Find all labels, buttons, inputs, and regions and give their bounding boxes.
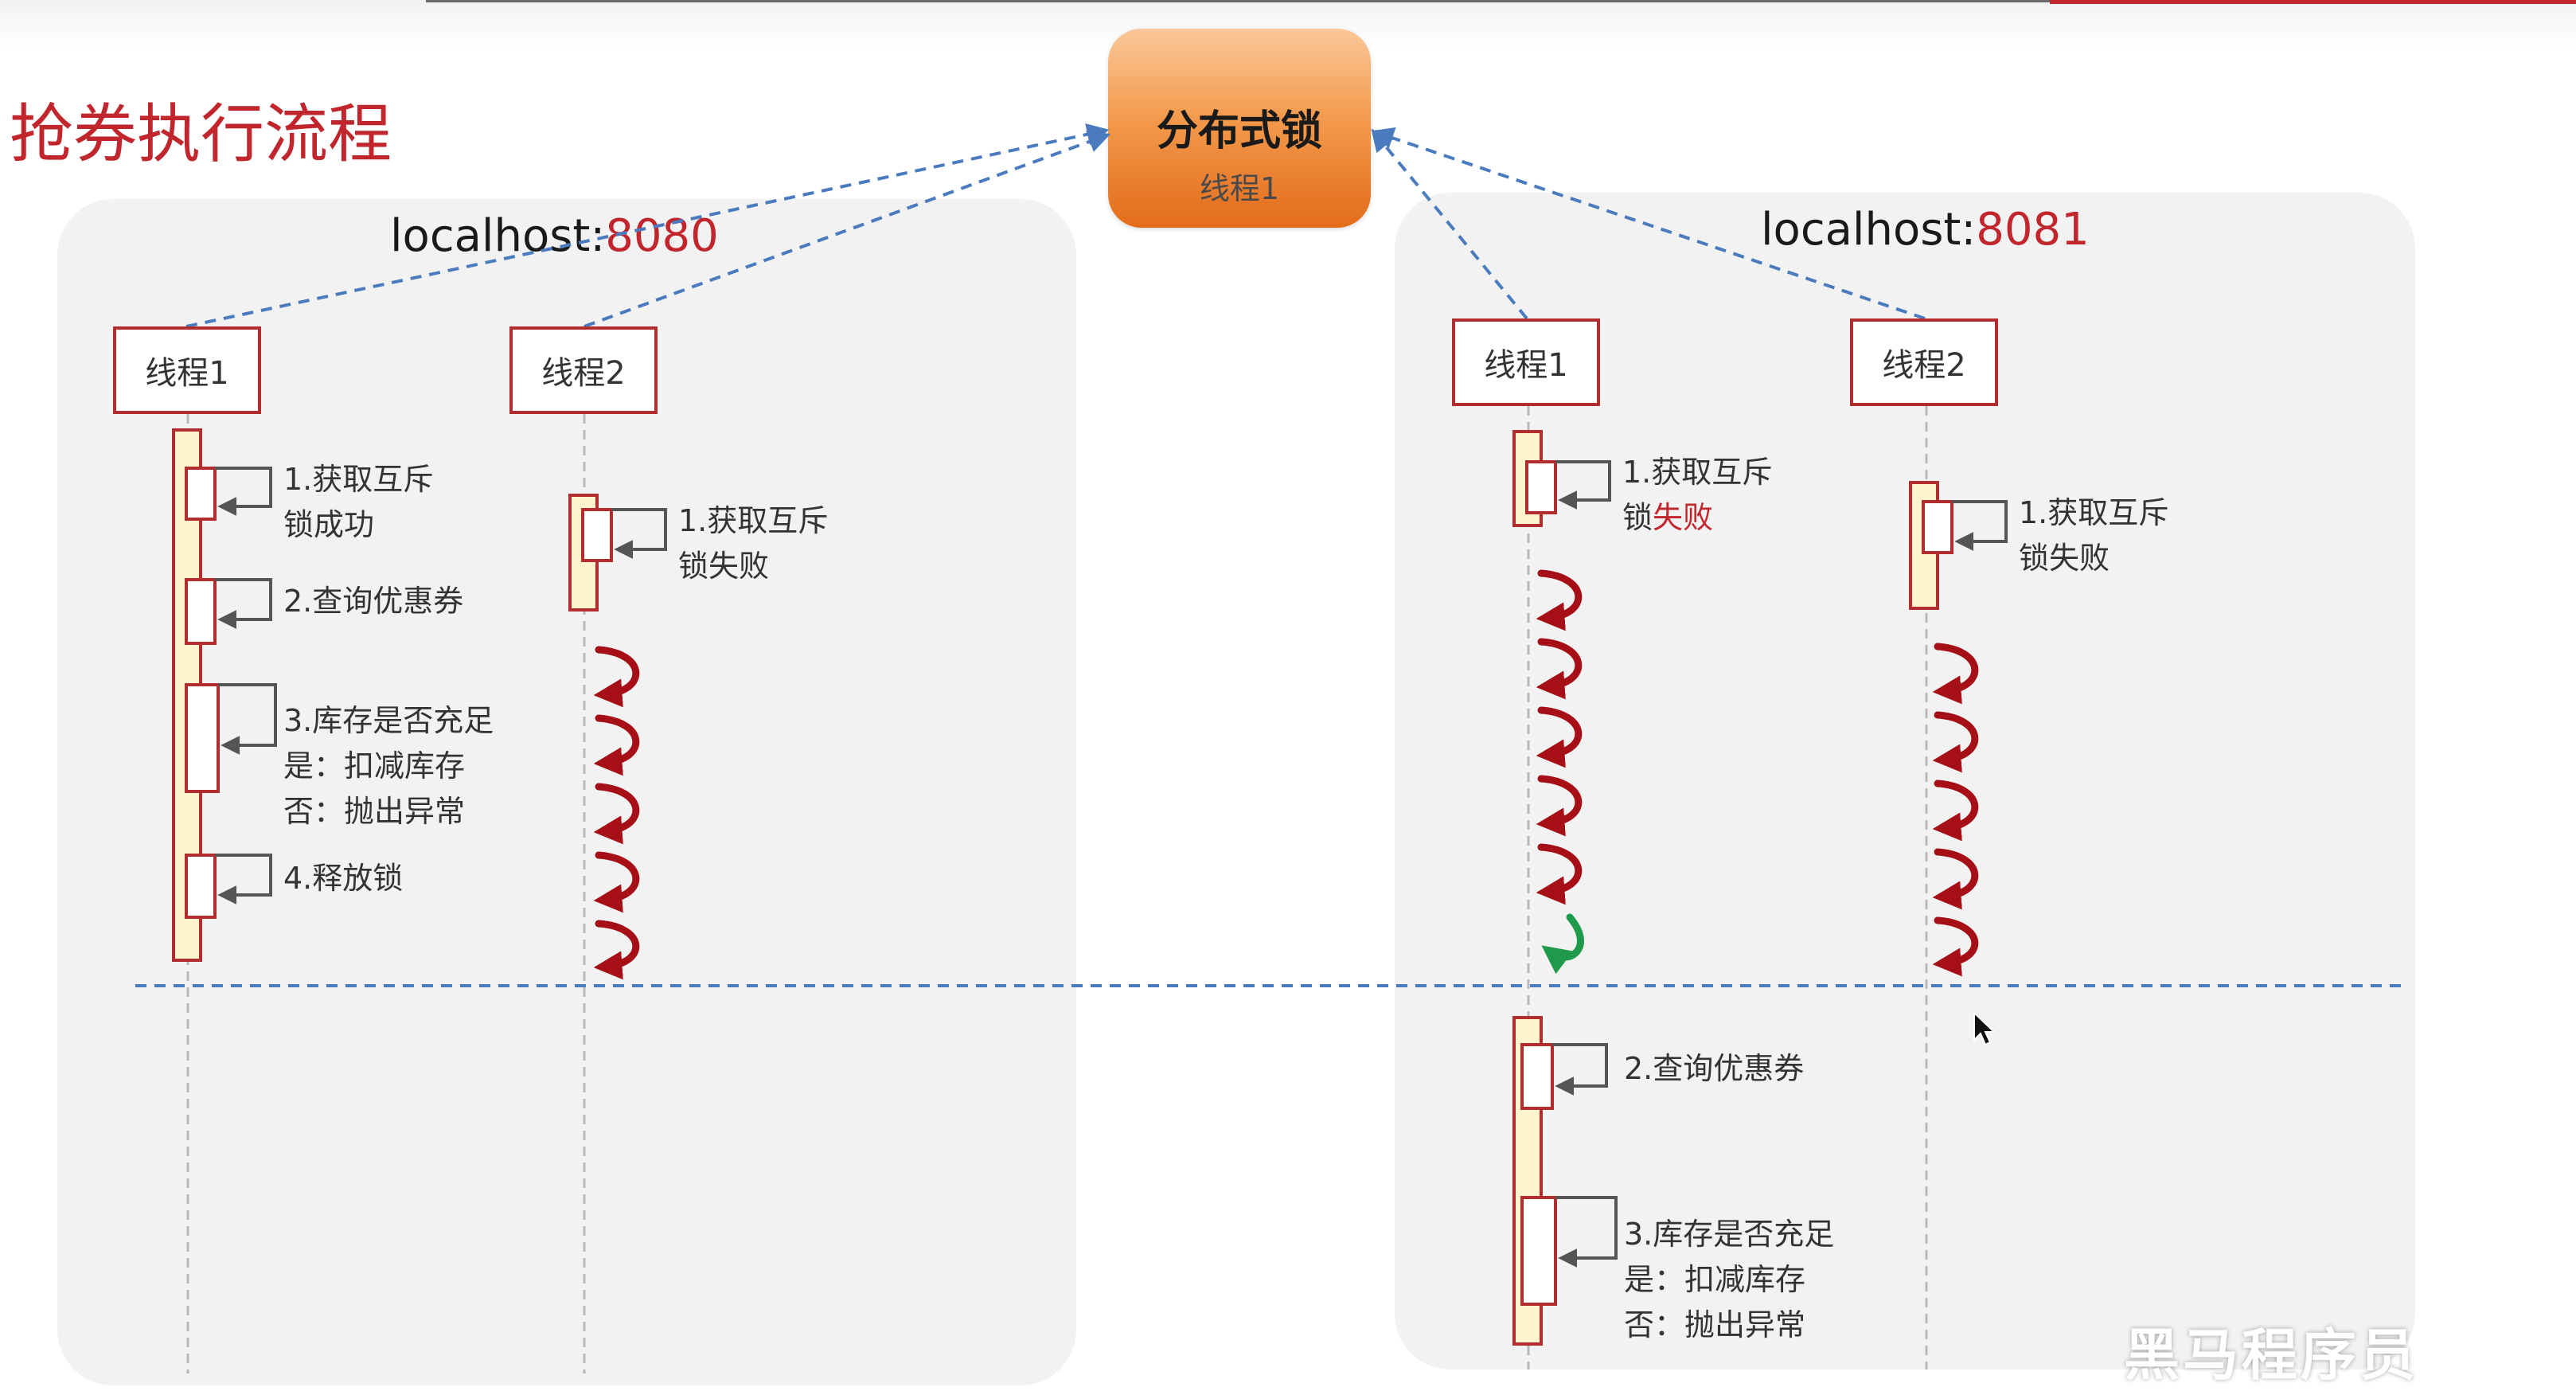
retry-arrow-icon bbox=[593, 920, 640, 980]
server-host: localhost: bbox=[390, 210, 606, 262]
step-box bbox=[185, 854, 217, 919]
thread-box-8081-1: 线程1 bbox=[1452, 318, 1600, 406]
self-call-arrow bbox=[1555, 1196, 1618, 1268]
retry-arrow-icon bbox=[1932, 643, 1979, 705]
retry-success-arrow-icon bbox=[1541, 913, 1584, 975]
retry-arrow-icon bbox=[1536, 706, 1583, 768]
page-title: 抢券执行流程 bbox=[10, 97, 392, 171]
top-divider bbox=[426, 0, 2050, 2]
step-label: 4.释放锁 bbox=[283, 861, 404, 896]
server-port: 8080 bbox=[605, 210, 719, 262]
step-label: 1.获取互斥 锁成功 bbox=[283, 462, 434, 542]
retry-arrow-icon bbox=[1932, 916, 1979, 977]
step-label: 2.查询优惠券 bbox=[1624, 1051, 1805, 1086]
retry-arrow-icon bbox=[593, 851, 640, 913]
retry-arrow-icon bbox=[1536, 638, 1583, 700]
lock-request-arrow bbox=[1371, 127, 1926, 320]
lock-title: 分布式锁 bbox=[1156, 107, 1322, 155]
retry-arrow-icon bbox=[1536, 569, 1583, 631]
mouse-pointer-icon bbox=[1973, 1010, 1996, 1046]
step-label: 1.获取互斥 锁失败 bbox=[1622, 450, 1772, 541]
top-accent-bar bbox=[2050, 0, 2576, 4]
lock-request-arrow bbox=[584, 131, 1111, 328]
step-box bbox=[1520, 1196, 1557, 1306]
retry-arrow-icon bbox=[1536, 843, 1583, 905]
step-label: 1.获取互斥 锁失败 bbox=[2019, 495, 2169, 576]
step-label-text: 1.获取互斥 锁 bbox=[1622, 455, 1773, 535]
lock-holder: 线程1 bbox=[1199, 171, 1280, 206]
thread-box-8080-1: 线程1 bbox=[113, 326, 261, 414]
self-call-arrow bbox=[1952, 500, 2008, 551]
retry-arrow-icon bbox=[593, 646, 640, 708]
step-box bbox=[1525, 460, 1557, 514]
self-call-arrow bbox=[215, 467, 272, 516]
step-label: 1.获取互斥 锁失败 bbox=[678, 503, 829, 584]
thread-box-8081-2: 线程2 bbox=[1850, 318, 1998, 406]
step-label: 3.库存是否充足 是：扣减库存 否：抛出异常 bbox=[1624, 1217, 1835, 1342]
retry-arrow-icon bbox=[1932, 780, 1979, 842]
server-port: 8081 bbox=[1976, 204, 2090, 256]
server-host: localhost: bbox=[1761, 204, 1977, 256]
step-label: 2.查询优惠券 bbox=[283, 584, 464, 619]
thread-box-8080-2: 线程2 bbox=[509, 326, 658, 414]
lock-request-arrow bbox=[1371, 128, 1528, 320]
retry-arrow-icon bbox=[1536, 775, 1583, 837]
self-call-arrow bbox=[215, 578, 272, 629]
fail-text: 失败 bbox=[1653, 500, 1714, 535]
step-box bbox=[581, 508, 613, 562]
retry-arrow-icon bbox=[593, 714, 640, 776]
self-call-arrow bbox=[1555, 460, 1611, 510]
step-box bbox=[185, 467, 217, 521]
server-label-8080: localhost:8080 bbox=[390, 210, 719, 262]
retry-arrow-icon bbox=[1932, 848, 1979, 910]
step-box bbox=[1922, 500, 1953, 554]
retry-arrow-icon bbox=[593, 783, 640, 845]
server-label-8081: localhost:8081 bbox=[1761, 204, 2090, 256]
self-call-arrow bbox=[218, 683, 277, 755]
self-call-arrow bbox=[215, 854, 272, 905]
step-box bbox=[185, 578, 217, 645]
retry-arrow-icon bbox=[1932, 711, 1979, 773]
step-box bbox=[185, 683, 220, 793]
step-label: 3.库存是否充足 是：扣减库存 否：抛出异常 bbox=[283, 703, 494, 829]
distributed-lock-box: 分布式锁 线程1 bbox=[1108, 29, 1371, 228]
self-call-arrow bbox=[611, 508, 667, 559]
self-call-arrow bbox=[1552, 1043, 1608, 1096]
watermark-logo: 黑马程序员 bbox=[2124, 1323, 2418, 1388]
step-box bbox=[1520, 1043, 1554, 1110]
lock-request-arrow bbox=[185, 123, 1110, 328]
